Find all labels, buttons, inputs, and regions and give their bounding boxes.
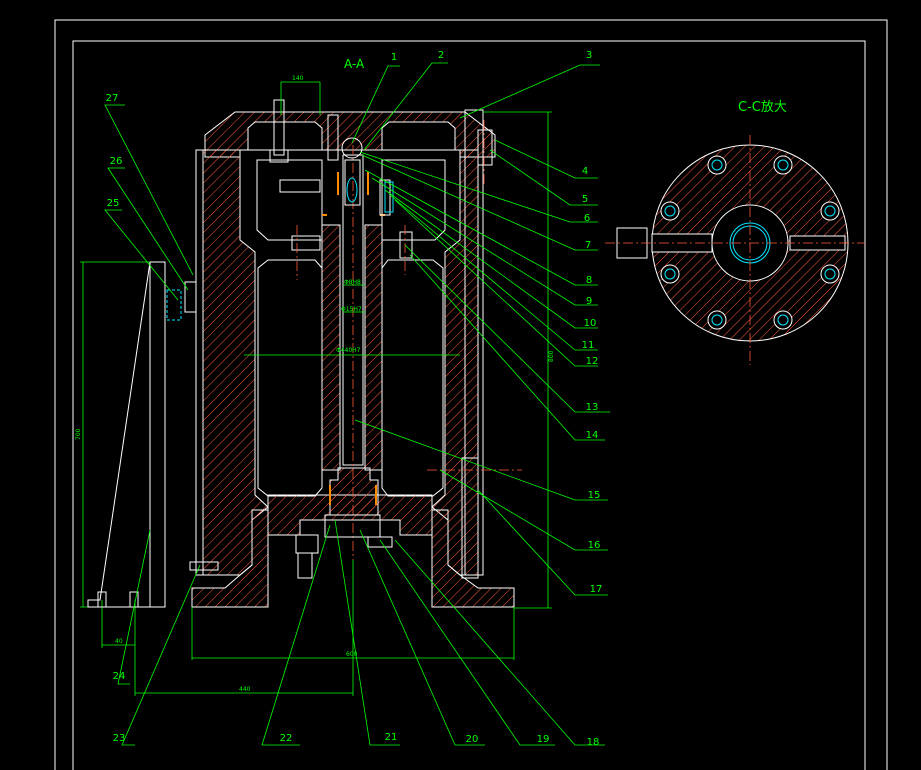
callout-23: 23 [113,733,126,744]
seals [322,172,385,505]
section-view [80,81,552,696]
top-cap-opening-right [381,121,456,151]
bottom-bolt-right [367,536,393,548]
callout-20: 20 [466,734,479,745]
callout-19: 19 [537,734,550,745]
dim-top-small: 140 [292,75,304,82]
chamber-left [256,159,323,241]
bottom-bolt-left [295,534,319,554]
detail-view [605,135,865,365]
callout-6: 6 [584,213,590,224]
side-bracket [87,261,219,608]
callout-7: 7 [585,240,591,251]
base-right [431,509,515,608]
callout-18: 18 [587,737,600,748]
callout-25: 25 [107,198,120,209]
callout-12: 12 [586,356,599,367]
shaft-block [329,467,379,516]
callout-26: 26 [110,156,123,167]
callout-22: 22 [280,733,293,744]
callout-17: 17 [590,584,603,595]
dim-bottom-total: 600 [346,651,358,658]
section-title: A-A [344,57,365,71]
leader-lines [104,62,610,746]
callout-27: 27 [106,93,119,104]
callout-13: 13 [586,402,599,413]
dim-bottom-small: 40 [115,638,123,645]
dim-bottom-left: 440 [239,686,251,693]
drawing-frame [54,19,888,770]
left-plate [195,149,204,576]
dim-inner-width: Φ440H7 [336,347,361,354]
dim-shaft-1: Φ8H8 [344,279,361,286]
callout-4: 4 [582,166,588,177]
dim-shaft-2: Φ15H7 [341,306,362,313]
callout-14: 14 [586,430,599,441]
chamber-right [381,159,446,241]
window-right [381,259,444,497]
callout-16: 16 [588,540,601,551]
bottom-nut [324,514,381,538]
callout-1: 1 [391,52,397,63]
callout-8: 8 [586,275,592,286]
callout-15: 15 [588,490,601,501]
right-clamp [461,457,479,579]
callout-11: 11 [582,340,595,351]
shaft-top-cyan [346,177,358,203]
callout-5: 5 [582,194,588,205]
central-column-r [364,224,383,471]
top-cap-opening-left [247,121,323,151]
callout-2: 2 [438,50,444,61]
dim-height-left: 700 [75,428,82,440]
right-plate [464,109,484,576]
callout-3: 3 [586,50,592,61]
base [191,509,269,608]
callout-21: 21 [385,732,398,743]
detail-title: C-C放大 [738,100,787,115]
top-fittings [269,99,493,259]
callout-10: 10 [584,318,597,329]
callout-24: 24 [113,671,126,682]
window-left [257,259,323,497]
dim-height-right: 800 [548,350,555,362]
callout-9: 9 [586,296,592,307]
